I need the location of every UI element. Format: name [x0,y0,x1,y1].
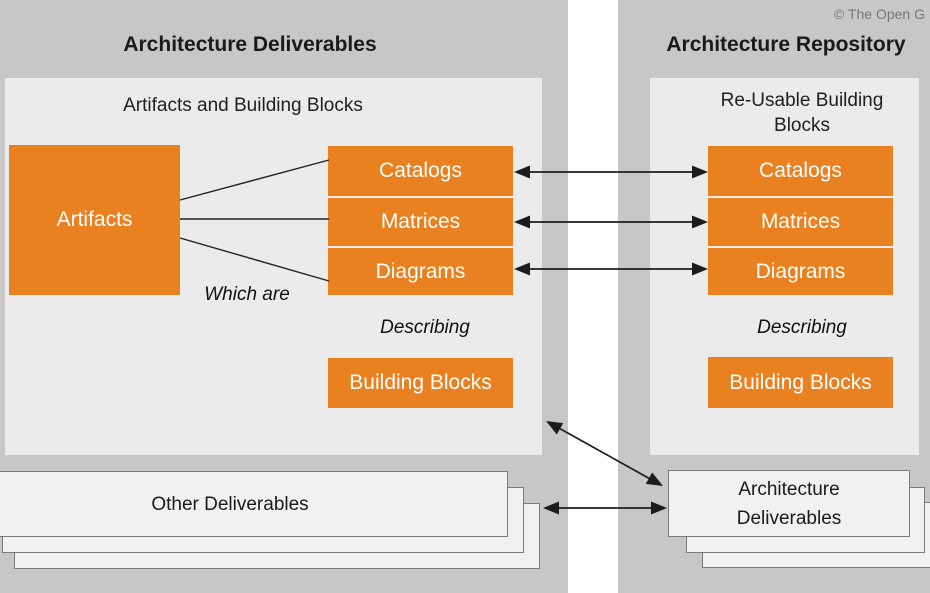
left-matrices-box: Matrices [328,198,513,246]
arrowhead-upleft [546,421,564,435]
right-catalogs-box: Catalogs [708,146,893,196]
arrowhead-left [514,215,530,229]
panel-to-deliverables-arrow [546,421,663,486]
fan-line-catalogs [179,159,330,201]
fan-line-diagrams [179,237,330,282]
left-diagrams-box: Diagrams [328,248,513,295]
other-deliverables-box: Other Deliverables [0,471,508,537]
left-panel-title: Architecture Deliverables [123,33,377,56]
right-describing-label: Describing [757,317,847,338]
copyright-text: © The Open G [834,6,925,22]
left-describing-label: Describing [380,317,470,338]
right-inner-title: Re-Usable Building Blocks [720,90,884,136]
arrowhead-downright [645,472,663,486]
right-building-blocks-box: Building Blocks [708,357,893,408]
left-inner-title: Artifacts and Building Blocks [123,95,363,116]
left-catalogs-box: Catalogs [328,146,513,196]
arrowhead-right [692,165,708,179]
arrow-line [556,426,653,481]
deliverables-sync-arrow [543,501,667,515]
architecture-deliverables-stack-label: Architecture Deliverables [736,478,842,529]
which-are-label: Which are [204,284,290,305]
catalogs-sync-arrow [514,165,708,179]
architecture-deliverables-box: Architecture Deliverables [668,470,910,537]
arrowhead-right [651,501,667,515]
arrowhead-left [514,262,530,276]
other-deliverables-label: Other Deliverables [151,493,309,515]
arrowhead-right [692,215,708,229]
right-diagrams-box: Diagrams [708,248,893,295]
right-matrices-box: Matrices [708,198,893,246]
arrowhead-right [692,262,708,276]
arrowhead-left [543,501,559,515]
arrowhead-left [514,165,530,179]
right-panel-title: Architecture Repository [666,33,906,56]
diagrams-sync-arrow [514,262,708,276]
artifacts-fan-lines [179,159,330,282]
artifacts-box: Artifacts [9,145,180,295]
matrices-sync-arrow [514,215,708,229]
left-building-blocks-box: Building Blocks [328,358,513,408]
